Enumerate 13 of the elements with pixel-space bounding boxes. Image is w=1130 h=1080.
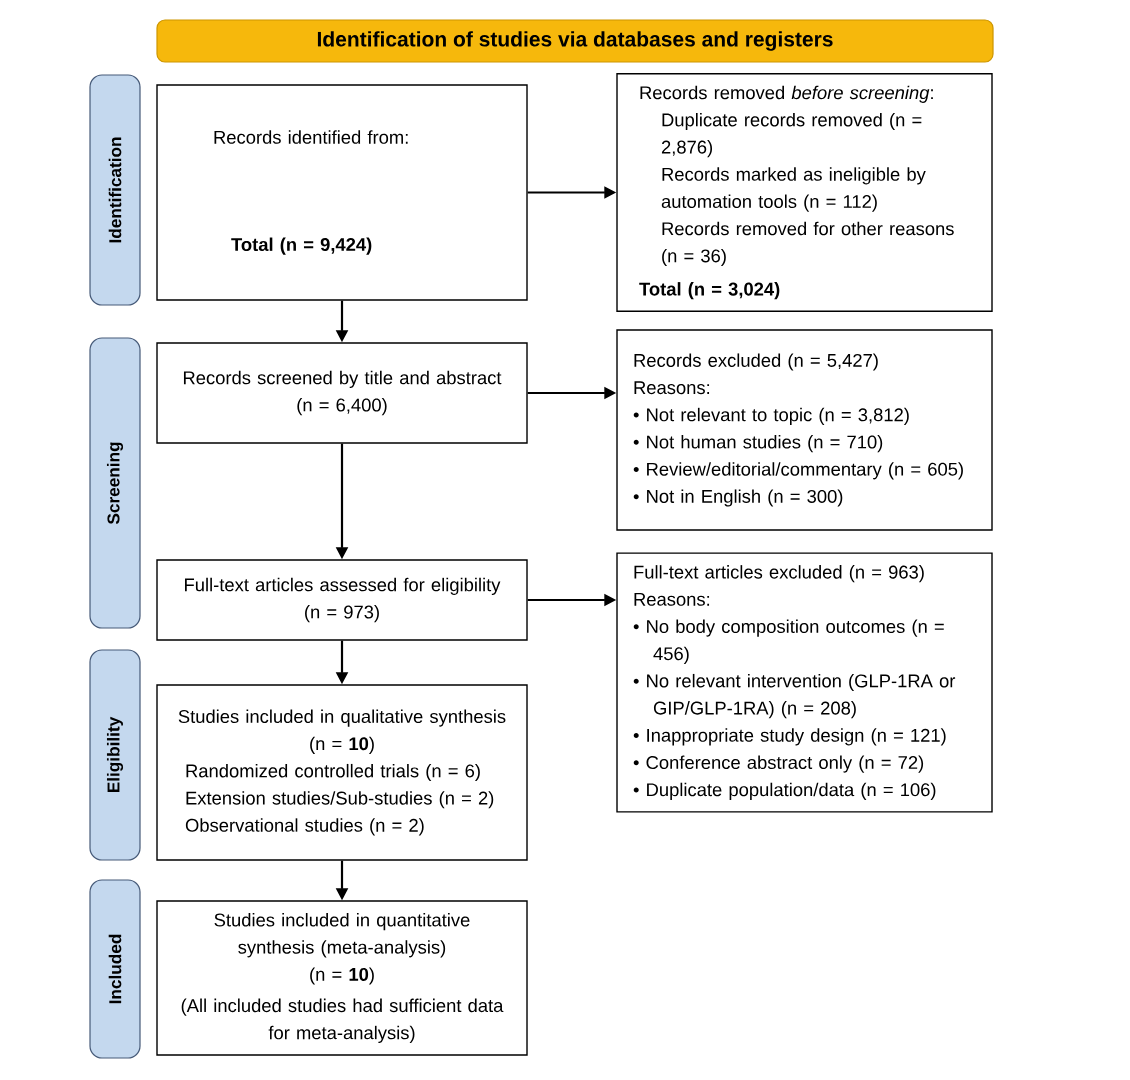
process-box: Records identified from: Total (n = 9,424) — [156, 84, 528, 301]
process-box: Records screened by title and abstract (n = 6,400) — [156, 342, 528, 444]
process-box: Records removed before screening: Duplicate records removed (n = 2,876) Records marked as ineligible by automation tools (n = 112) Records removed for other reasons (n = 36) Total (n = 3,024) — [616, 73, 993, 312]
process-box: Records excluded (n = 5,427) Reasons: • Not relevant to topic (n = 3,812) • Not human studies (n = 710) • Review/editorial/commentary (n = 605) • Not in English (n = 300) — [616, 329, 993, 531]
stage-band: Eligibility — [89, 649, 141, 861]
stage-band: Screening — [89, 337, 141, 629]
stage-band: Identification — [89, 74, 141, 306]
process-box: Full-text articles excluded (n = 963) Reasons: • No body composition outcomes (n = 456) • No relevant intervention (GLP-1RA or GIP/GLP-1RA) (n = 208) • Inappropriate study design (n = 121) • Conference abstract only (n = 72) • Duplicate population/data (n = 106) — [616, 552, 993, 813]
process-box: Full-text articles assessed for eligibility (n = 973) — [156, 559, 528, 641]
process-box: Studies included in qualitative synthesis (n = 10) Randomized controlled trials (n = 6) Extension studies/Sub-studies (n = 2) Observational studies (n = 2) — [156, 684, 528, 861]
process-box: Studies included in quantitative synthesis (meta-analysis) (n = 10) (All included studies had sufficient data for meta-analysis) — [156, 900, 528, 1056]
stage-band: Included — [89, 879, 141, 1059]
title-banner: Identification of studies via databases and registers — [156, 19, 994, 63]
